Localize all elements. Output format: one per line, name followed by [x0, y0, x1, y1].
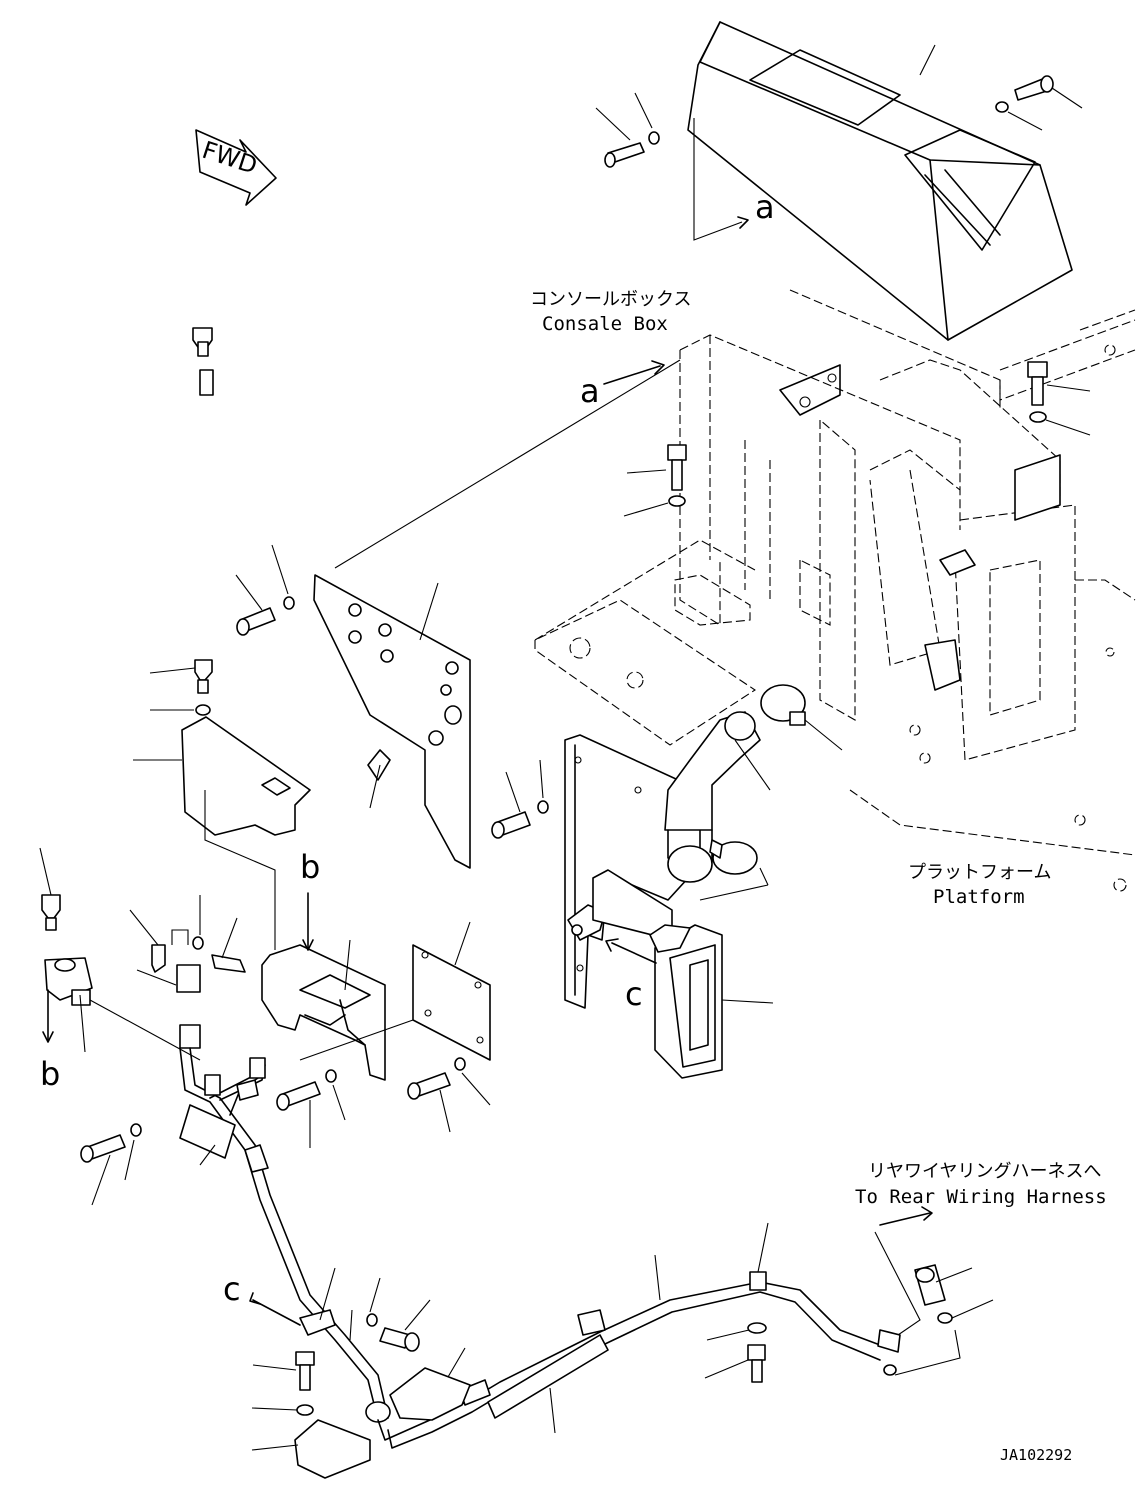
duct-bracket-bolt [491, 759, 549, 839]
console-box-jp: コンソールボックス [530, 289, 691, 310]
drawing-number: JA102292 [1000, 1446, 1072, 1464]
console-box-en: Consale Box [542, 313, 668, 335]
air-duct [664, 684, 843, 901]
marker-a-frame-label: a [580, 372, 600, 410]
rear-bolt [914, 1264, 994, 1324]
terminal-cover [299, 921, 491, 1061]
frame-bolt-center [623, 444, 687, 517]
rear-harness-jp: リヤワイヤリングハーネスへ [868, 1161, 1101, 1182]
grommet-bolt [251, 1277, 431, 1416]
marker-c-duct-label: c [625, 975, 643, 1013]
frame-right-details [779, 364, 1061, 691]
cover-screw-right [919, 44, 1083, 131]
bracket-bolt-b [407, 1057, 491, 1133]
relay-cover [133, 327, 311, 950]
frame-bolt-right [1027, 361, 1091, 436]
harness-bolt [80, 1123, 142, 1206]
console-box-cover [687, 21, 1073, 341]
clip-bolt [704, 1322, 767, 1383]
fwd-arrow-icon: FWD [195, 129, 277, 206]
platform-jp: プラットフォーム [908, 862, 1051, 883]
marker-b-valve-label: b [40, 1055, 60, 1093]
view-marker-c-duct: c [605, 938, 657, 1013]
cover-screw-left [595, 92, 660, 168]
rear-harness-label: リヤワイヤリングハーネスへ To Rear Wiring Harness [855, 1161, 1107, 1376]
marker-b-bracket-label: b [300, 848, 320, 886]
fwd-label: FWD [199, 136, 261, 180]
solenoid-valve [39, 847, 201, 1061]
platform-label: プラットフォーム Platform [908, 862, 1051, 908]
view-marker-a-top: a [693, 118, 775, 241]
marker-c-harness-label: c [223, 1270, 241, 1308]
mounting-plate [313, 574, 471, 869]
view-marker-b-valve: b [40, 989, 60, 1093]
relay-parts [129, 895, 246, 1049]
plate-bolt [235, 544, 295, 636]
wiring-harness [179, 1047, 901, 1449]
marker-a-top-label: a [755, 188, 775, 226]
floor-plates [251, 1347, 471, 1479]
bracket-bolt-a [276, 1069, 346, 1148]
duct-outlet [649, 924, 774, 1079]
view-marker-c-harness: c [223, 1270, 301, 1326]
platform-en: Platform [933, 886, 1025, 908]
view-marker-b-bracket: b [300, 848, 320, 951]
rear-harness-en: To Rear Wiring Harness [855, 1186, 1107, 1208]
console-box-label: コンソールボックス Consale Box [530, 289, 691, 335]
relay-bracket [261, 939, 386, 1081]
view-marker-a-frame: a [334, 359, 681, 569]
